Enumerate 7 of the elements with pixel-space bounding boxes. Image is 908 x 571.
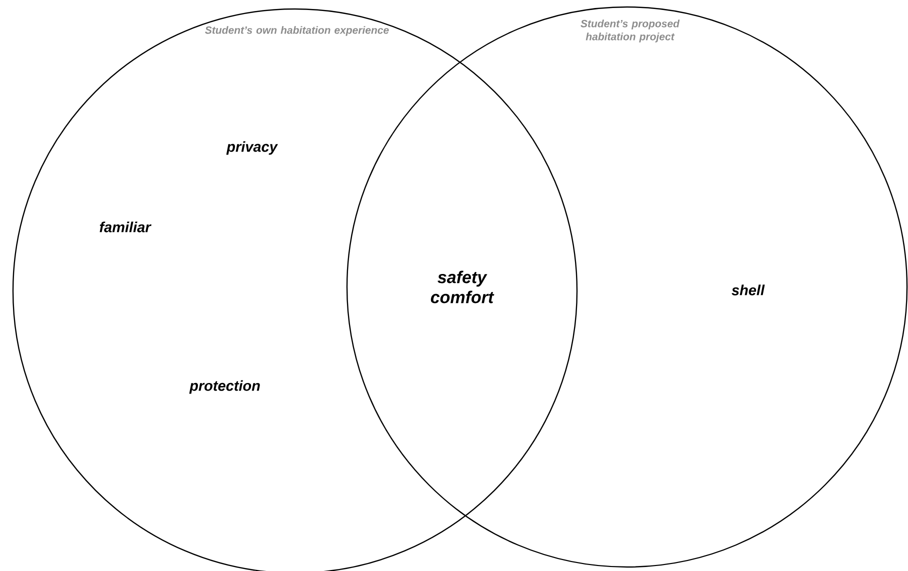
circle-heading: Student’s proposed habitation project — [580, 20, 680, 42]
term-label: privacy — [226, 141, 278, 155]
overlap-label: safety comfort — [430, 270, 494, 304]
term-label: shell — [732, 284, 765, 296]
term-label: protection — [189, 380, 260, 394]
circle-heading: Student’s own habitation experience — [205, 26, 389, 36]
term-label: familiar — [100, 222, 152, 232]
